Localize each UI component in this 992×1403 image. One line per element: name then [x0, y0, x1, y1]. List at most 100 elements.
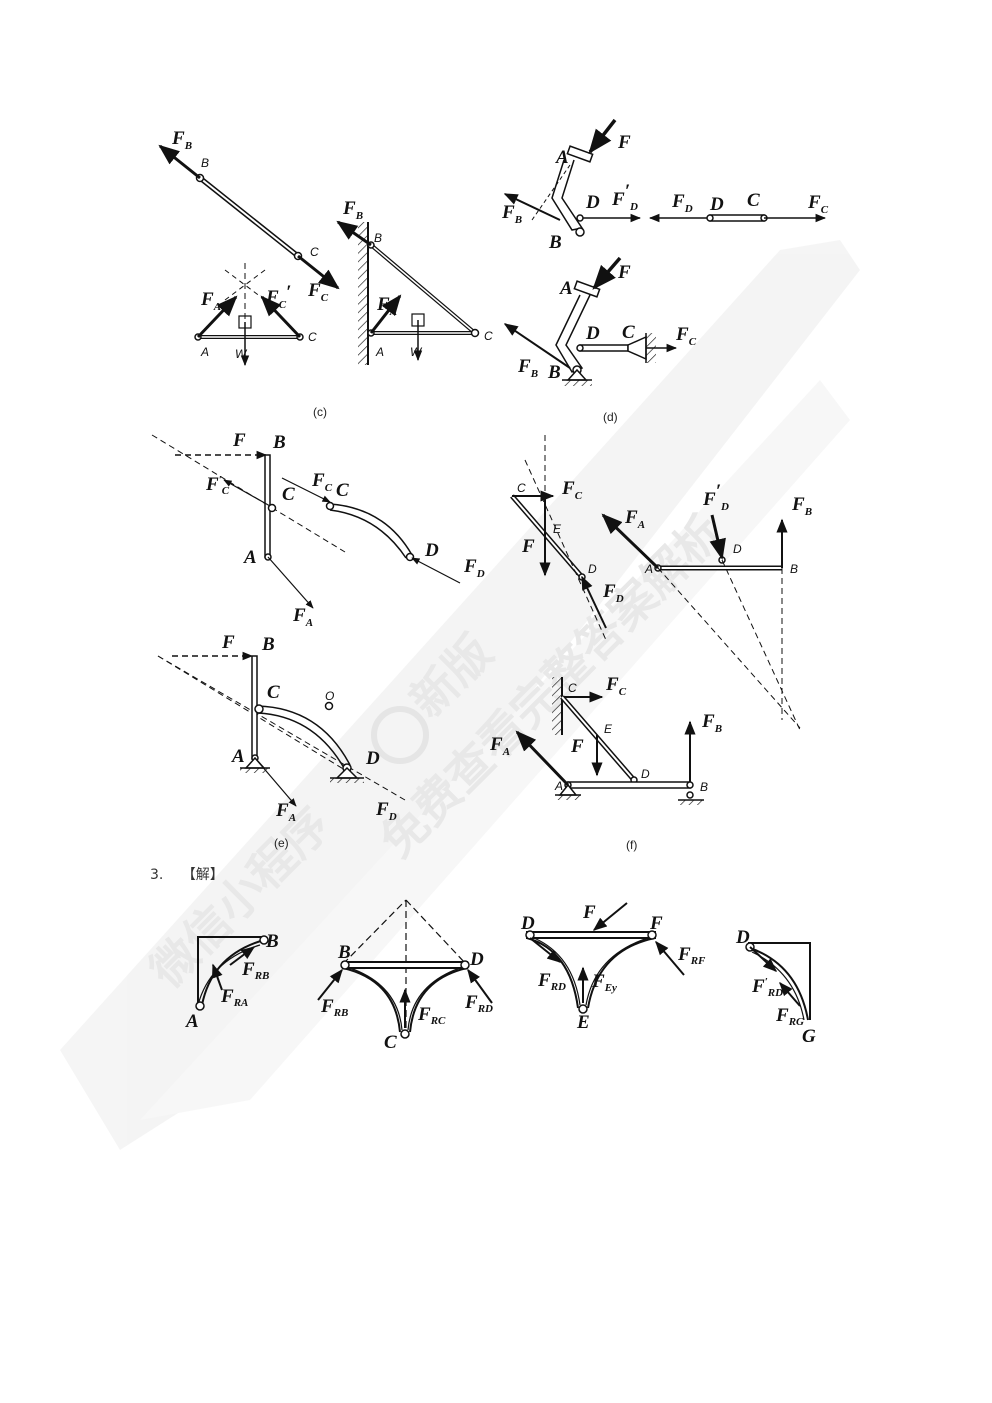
svg-text:FRB: FRB: [241, 959, 269, 982]
svg-text:F: F: [521, 536, 535, 557]
svg-text:FB: FB: [701, 711, 722, 735]
figure-d-labels: F A D F′D FB B FD D C FC F A D C FC FB B…: [501, 132, 829, 424]
svg-text:FA: FA: [200, 289, 221, 313]
svg-text:D: D: [585, 323, 600, 344]
svg-text:F: F: [582, 902, 596, 923]
caption-f: (f): [626, 838, 637, 852]
svg-text:FC′: FC′: [265, 282, 291, 311]
figure-c: [158, 144, 480, 367]
svg-text:F′C: F′C: [205, 474, 230, 497]
svg-text:FA: FA: [376, 294, 397, 318]
svg-text:FC: FC: [307, 280, 329, 304]
svg-text:A: A: [375, 345, 384, 359]
svg-text:A: A: [555, 147, 569, 168]
svg-text:F: F: [232, 430, 246, 451]
svg-text:C: C: [622, 322, 635, 343]
svg-text:FB: FB: [517, 356, 538, 380]
section3-figures: [195, 899, 811, 1039]
svg-text:B: B: [337, 942, 351, 963]
caption-e: (e): [274, 836, 289, 850]
svg-text:FA: FA: [292, 605, 313, 629]
svg-text:C: C: [517, 481, 526, 495]
svg-text:C: C: [310, 245, 319, 259]
svg-text:FD: FD: [375, 799, 397, 823]
svg-text:D: D: [733, 542, 742, 556]
caption-d: (d): [603, 410, 618, 424]
svg-text:D: D: [469, 949, 484, 970]
svg-text:F′D: F′D: [702, 481, 729, 513]
svg-text:B: B: [374, 231, 382, 245]
svg-text:F: F: [570, 736, 584, 757]
svg-text:D: D: [735, 927, 750, 948]
svg-text:C: C: [384, 1032, 397, 1053]
figure-e-labels: F B F′C C A FA FC C D FD F B C A D O FA …: [205, 430, 485, 850]
svg-text:C: C: [308, 330, 317, 344]
figure-f: [510, 435, 801, 805]
svg-text:FRG: FRG: [775, 1005, 804, 1028]
svg-text:A: A: [231, 746, 245, 767]
svg-text:B: B: [201, 156, 209, 170]
svg-text:FD: FD: [463, 556, 485, 580]
figure-d: [503, 118, 827, 386]
svg-text:FRD: FRD: [464, 992, 493, 1015]
svg-text:F′D: F′D: [611, 181, 638, 213]
svg-text:D: D: [641, 767, 650, 781]
svg-text:D: D: [424, 540, 439, 561]
svg-text:E: E: [604, 722, 613, 736]
svg-text:FC: FC: [561, 478, 583, 502]
svg-text:FD: FD: [671, 191, 693, 215]
svg-text:A: A: [200, 345, 209, 359]
figure-f-labels: C FC E F D FD FA F′D D FB A B C FC E F F…: [489, 478, 812, 852]
svg-text:G: G: [802, 1026, 816, 1047]
svg-text:A: A: [644, 562, 653, 576]
svg-text:B: B: [547, 362, 561, 383]
svg-text:FB: FB: [791, 494, 812, 518]
svg-text:FC: FC: [675, 324, 697, 348]
svg-text:FC: FC: [605, 674, 627, 698]
svg-text:F: F: [617, 132, 631, 153]
svg-text:B: B: [790, 562, 798, 576]
svg-text:A: A: [559, 278, 573, 299]
svg-text:FC: FC: [807, 192, 829, 216]
svg-text:A: A: [243, 547, 257, 568]
figure-c-labels: FB B C FC FA FC′ A C W FB B FA A C W (c): [171, 128, 493, 419]
svg-text:B: B: [272, 432, 286, 453]
svg-text:C: C: [568, 681, 577, 695]
svg-text:W: W: [410, 345, 423, 359]
watermark: 微信小程序 新版 免费查看完整答案解析: [60, 240, 860, 1150]
svg-text:FA: FA: [624, 507, 645, 531]
watermark-logo: [371, 706, 429, 764]
svg-text:FRD: FRD: [537, 970, 566, 993]
svg-text:C: C: [336, 480, 349, 501]
section3-labels: B FRB FRA A B D FRB FRC FRD C D F F FRD …: [185, 902, 816, 1053]
svg-text:FRB: FRB: [320, 996, 348, 1019]
svg-text:O: O: [325, 689, 334, 703]
svg-text:F′RD: F′RD: [751, 976, 783, 999]
section-number: 3.: [150, 867, 164, 883]
svg-text:W: W: [235, 347, 248, 361]
svg-text:FB: FB: [171, 128, 192, 152]
svg-text:A: A: [554, 779, 563, 793]
svg-text:E: E: [576, 1012, 590, 1033]
svg-text:D: D: [585, 192, 600, 213]
svg-text:A: A: [185, 1011, 199, 1032]
svg-text:FA: FA: [489, 734, 510, 758]
svg-text:F: F: [617, 262, 631, 283]
svg-text:C: C: [747, 190, 760, 211]
figure-e: [151, 434, 461, 807]
svg-text:F: F: [649, 913, 663, 934]
svg-text:FB: FB: [342, 198, 363, 222]
caption-c: (c): [313, 405, 327, 419]
svg-text:C: C: [282, 484, 295, 505]
svg-text:FEy: FEy: [591, 971, 617, 994]
svg-text:D: D: [520, 913, 535, 934]
svg-text:FC: FC: [311, 470, 333, 494]
svg-text:FD: FD: [602, 581, 624, 605]
section-3-heading: 3. 【解】: [150, 864, 224, 884]
svg-text:FRF: FRF: [677, 944, 706, 967]
svg-text:C: C: [267, 682, 280, 703]
section-label: 【解】: [181, 867, 224, 883]
svg-text:C: C: [484, 329, 493, 343]
svg-text:D: D: [588, 562, 597, 576]
